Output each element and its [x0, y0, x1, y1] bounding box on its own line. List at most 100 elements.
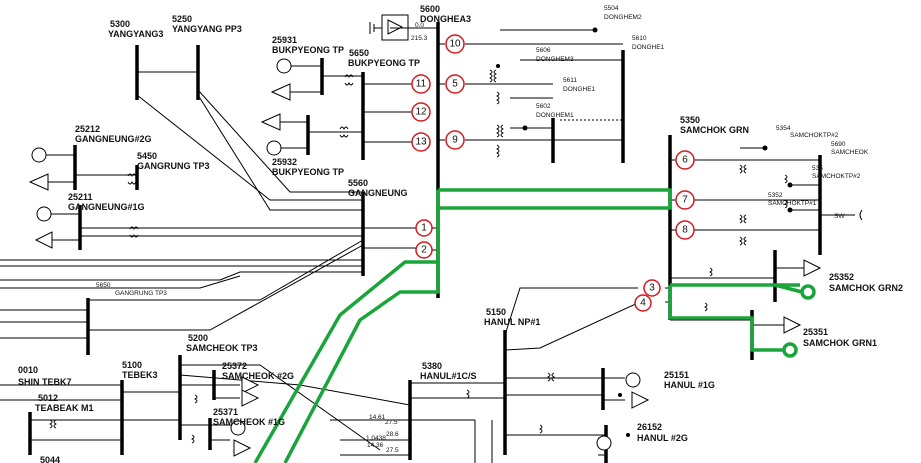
marker-10[interactable]: 10 — [445, 34, 465, 54]
gen-bukpyeong-2[interactable] — [266, 140, 282, 156]
bus-id-5690: 5690 — [831, 141, 846, 148]
bus-id-5600: 5600 — [420, 4, 440, 14]
bus-id-5100: 5100 — [122, 360, 142, 370]
switch-dots — [46, 27, 793, 437]
svg-text:1: 1 — [421, 223, 427, 234]
bus-id-0010: 0010 — [18, 365, 38, 375]
load-samcheok-2g[interactable] — [241, 376, 260, 394]
marker-8[interactable]: 8 — [675, 220, 695, 240]
svg-text:2: 2 — [421, 245, 427, 256]
load-gangneung-1g[interactable] — [34, 231, 53, 249]
bus-id-5450: 5450 — [137, 151, 157, 161]
bus-id-535: 535 — [812, 165, 823, 172]
bus-name-25371: SAMCHEOK #1G — [213, 417, 285, 427]
small-val-2: 27.5 — [385, 419, 398, 426]
load-samcheok-tp3[interactable] — [241, 389, 260, 407]
gen-gangneung-1g[interactable] — [36, 206, 52, 222]
bus-id-25371: 25371 — [213, 407, 238, 417]
bus-name-5354: SAMCHOKTP#2 — [790, 132, 839, 139]
bus-name-26152: HANUL #2G — [637, 433, 688, 443]
bus-id-26152: 26152 — [637, 422, 662, 432]
bus-name-5012: TEABEAK M1 — [35, 403, 94, 413]
bus-id-5300: 5300 — [110, 19, 130, 29]
marker-6[interactable]: 6 — [675, 150, 695, 170]
bus-name-5200: SAMCHEOK TP3 — [186, 343, 258, 353]
bus-id-25931: 25931 — [272, 35, 297, 45]
bus-name-5560: GANGNEUNG — [348, 188, 408, 198]
svg-text:5: 5 — [452, 79, 458, 90]
bus-id-5650: 5650 — [349, 48, 369, 58]
gen-value-1: 0.0 — [415, 22, 424, 29]
bus-name-5150: HANUL NP#1 — [484, 317, 540, 327]
bus-name-25211: GANGNEUNG#1G — [68, 202, 145, 212]
bus-id-5650b: 5650 — [96, 282, 111, 289]
sw-icon[interactable] — [859, 209, 863, 221]
svg-text:6: 6 — [682, 155, 688, 166]
marker-12[interactable]: 12 — [411, 102, 431, 122]
load-bukpyeong-1[interactable] — [270, 83, 291, 101]
marker-5[interactable]: 5 — [445, 74, 465, 94]
bus-name-5650b: GANGRUNG TP3 — [115, 290, 167, 297]
load-bukpyeong-2[interactable] — [260, 113, 281, 131]
marker-13[interactable]: 13 — [411, 132, 431, 152]
bus-name-5611: DONGHE1 — [563, 86, 596, 93]
load-samcheok-1g[interactable] — [233, 439, 252, 457]
bus-id-5352: 5352 — [768, 192, 783, 199]
marker-1[interactable]: 1 — [415, 219, 433, 237]
gen-hanul-2g[interactable] — [596, 435, 612, 451]
marker-3[interactable]: 3 — [643, 279, 661, 297]
bus-labels: 5300 YANGYANG3 5250 YANGYANG PP3 25931 B… — [18, 4, 903, 463]
load-samchok-grn2[interactable] — [803, 259, 822, 277]
marker-9[interactable]: 9 — [445, 130, 465, 150]
bus-name-5352: SAMCHOKTP#1 — [768, 200, 817, 207]
svg-text:7: 7 — [682, 195, 688, 206]
load-gangneung-2g[interactable] — [28, 173, 49, 191]
bus-id-25372: 25372 — [222, 361, 247, 371]
bus-name-25932: BUKPYEONG TP — [272, 167, 344, 177]
svg-text:11: 11 — [416, 79, 427, 90]
bus-id-5610: 5610 — [632, 35, 647, 42]
bus-id-5250: 5250 — [172, 14, 192, 24]
bus-name-535: SAMCHOKTP#2 — [812, 173, 861, 180]
load-samchok-grn1[interactable] — [783, 316, 802, 334]
highlighted-path — [253, 188, 816, 463]
svg-text:4: 4 — [640, 298, 646, 309]
marker-4[interactable]: 4 — [634, 294, 652, 312]
bus-name-5250: YANGYANG PP3 — [172, 24, 242, 34]
circle-markers: 10 11 5 12 13 9 1 2 6 7 8 3 4 — [411, 34, 695, 312]
bus-id-5560: 5560 — [348, 178, 368, 188]
marker-2[interactable]: 2 — [415, 241, 433, 259]
gen-box-donghea[interactable] — [369, 14, 409, 41]
bus-name-25351: SAMCHOK GRN1 — [803, 338, 877, 348]
marker-7[interactable]: 7 — [675, 190, 695, 210]
bus-id-5380: 5380 — [422, 361, 442, 371]
bus-id-5350: 5350 — [680, 115, 700, 125]
gen-hanul-1g[interactable] — [625, 372, 641, 388]
bus-name-5690: SAMCHEOK — [831, 149, 869, 156]
bus-id-5044: 5044 — [40, 455, 60, 463]
bus-id-5606: 5606 — [536, 47, 551, 54]
transformers — [48, 69, 788, 444]
bus-name-25352: SAMCHOK GRN2 — [829, 283, 903, 293]
svg-text:9: 9 — [452, 135, 458, 146]
bus-id-25212: 25212 — [75, 124, 100, 134]
gen-samcheok-1g[interactable] — [230, 420, 246, 436]
gen-gangneung-2g[interactable] — [31, 147, 47, 163]
bus-id-25352: 25352 — [829, 272, 854, 282]
sw-label: SW — [834, 213, 845, 220]
gen-bukpyeong-1[interactable] — [276, 58, 292, 74]
bus-name-5602: DONGHEM1 — [536, 112, 574, 119]
marker-11[interactable]: 11 — [411, 74, 431, 94]
gen-value-2: 215.3 — [411, 35, 428, 42]
load-arrows — [28, 83, 822, 457]
bus-id-5504: 5504 — [604, 5, 619, 12]
small-val-4: 28.6 — [386, 431, 399, 438]
bus-name-0010: SHIN TEBK7 — [18, 377, 72, 387]
bus-id-5354: 5354 — [776, 125, 791, 132]
svg-text:3: 3 — [649, 283, 655, 294]
bus-id-25211: 25211 — [68, 192, 93, 202]
load-hanul-1g[interactable] — [631, 391, 650, 409]
bus-name-5350: SAMCHOK GRN — [680, 125, 749, 135]
bus-name-5504: DONGHEM2 — [604, 14, 642, 21]
